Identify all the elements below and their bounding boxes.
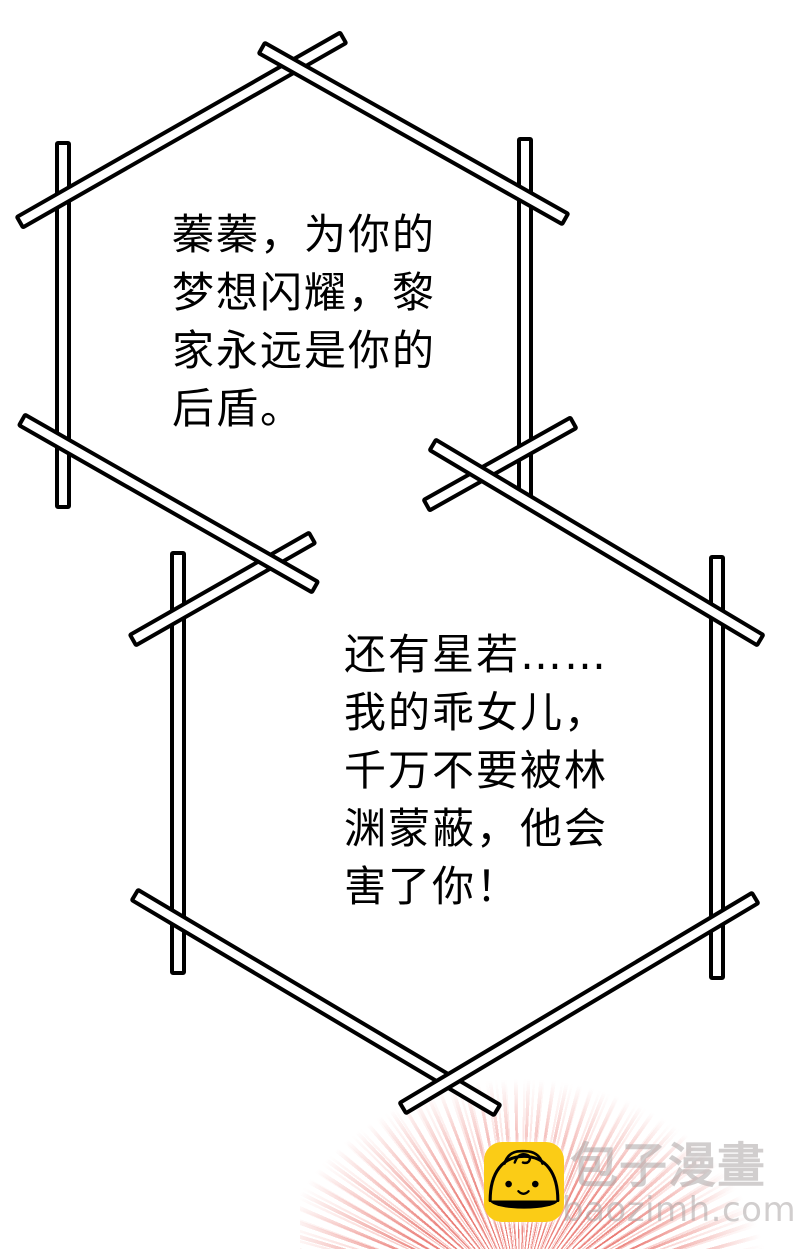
frame-stick — [422, 416, 578, 512]
hex-frame-top — [15, 30, 570, 509]
frame-stick — [55, 141, 71, 509]
bubble-1-line-1: 蓁蓁，为你的 — [172, 210, 437, 259]
baozi-icon — [484, 1142, 564, 1222]
frame-stick — [15, 30, 348, 230]
bubble-1-line-2: 梦想闪耀，黎 — [172, 268, 437, 317]
speech-bubble-2: 还有星若…… 我的乖女儿， 千万不要被林 渊蒙蔽，他会 害了你！ — [344, 626, 608, 916]
baozi-bun-drawing — [488, 1149, 560, 1209]
speech-bubble-1: 蓁蓁，为你的 梦想闪耀，黎 家永远是你的 后盾。 — [172, 206, 436, 438]
frame-stick — [170, 551, 186, 975]
frame-stick — [398, 891, 760, 1115]
frame-stick — [17, 413, 320, 594]
frame-stick — [709, 555, 725, 980]
bubble-2-line-5: 害了你！ — [344, 862, 521, 911]
bubble-2-line-1: 还有星若…… — [344, 630, 609, 679]
frame-stick — [257, 41, 570, 226]
frame-stick — [130, 888, 502, 1117]
frame-stick — [128, 531, 317, 647]
bubble-2-line-3: 千万不要被林 — [344, 746, 609, 795]
bubble-1-line-4: 后盾。 — [172, 384, 305, 433]
bubble-2-line-4: 渊蒙蔽，他会 — [344, 804, 609, 853]
watermark-brand-text: 包子漫畫 — [570, 1138, 767, 1194]
hex-frame-shared-edges — [17, 413, 765, 1117]
watermark-url-text: baozimh.com — [562, 1190, 797, 1230]
bubble-1-line-3: 家永远是你的 — [172, 326, 437, 375]
frame-stick — [428, 438, 765, 647]
bubble-2-line-2: 我的乖女儿， — [344, 688, 609, 737]
